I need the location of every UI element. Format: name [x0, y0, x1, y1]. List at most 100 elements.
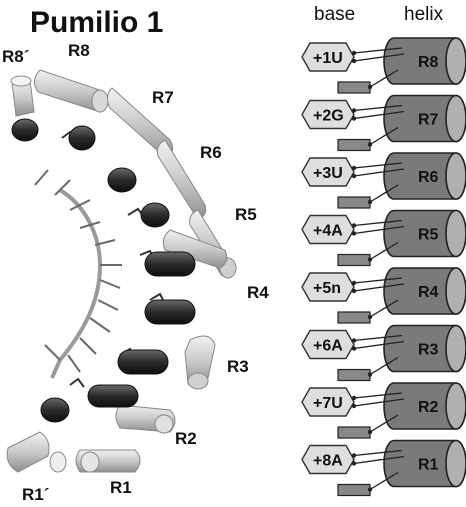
contact-dot	[367, 199, 373, 205]
contact-dot	[367, 84, 373, 90]
base-label: +7U	[313, 395, 343, 412]
stacking-residue	[337, 138, 371, 152]
base-hexagon	[301, 42, 355, 72]
contact-line	[353, 219, 403, 227]
contact-dot	[351, 346, 357, 351]
contact-dot	[351, 58, 357, 64]
contact-line	[353, 47, 403, 54]
schematic-row: R2 +7U	[301, 382, 466, 439]
helix-label: R6	[418, 169, 439, 186]
contact-dot	[351, 453, 357, 458]
contact-dot	[351, 395, 357, 401]
contact-dot	[351, 165, 357, 171]
svg-text:R3: R3	[227, 357, 249, 376]
contact-dot	[351, 173, 357, 179]
svg-text:R4: R4	[247, 283, 269, 302]
helix-cylinder-cap	[445, 382, 466, 430]
contact-dot	[367, 142, 373, 147]
contact-line	[353, 168, 405, 177]
schematic-row: R7 +2G	[301, 94, 466, 152]
contact-line	[369, 414, 399, 433]
base-label: +2G	[313, 108, 344, 125]
contact-dot	[351, 403, 357, 409]
helix-label: R2	[418, 399, 439, 416]
helix-cylinder-cap	[445, 152, 466, 200]
contact-line	[353, 455, 405, 465]
helix-cylinder-cap	[445, 94, 466, 143]
contact-line	[353, 398, 405, 407]
helix-label: R8	[418, 54, 439, 71]
contact-line	[369, 241, 399, 261]
base-label: +3U	[313, 165, 343, 182]
schematic-row: R6 +3U	[301, 152, 466, 209]
outer-helices	[6, 69, 237, 473]
schematic-row: R4+5n	[301, 267, 466, 324]
contact-dot	[351, 116, 357, 121]
base-hexagon	[301, 272, 355, 302]
base-label: +4A	[313, 223, 343, 240]
schematic-row: R1+8A	[301, 439, 466, 497]
contact-line	[353, 277, 403, 284]
contact-line	[353, 162, 403, 169]
contact-line	[353, 449, 403, 457]
helix-cylinder-cap	[445, 209, 466, 258]
svg-text:R7: R7	[152, 88, 174, 107]
svg-text:R8: R8	[68, 41, 90, 60]
stacking-residue	[337, 311, 371, 324]
contact-line	[353, 53, 405, 62]
base-label: +5n	[313, 280, 341, 297]
base-hexagon	[301, 99, 355, 130]
stacking-residue	[337, 368, 371, 382]
schematic-row: R3+6A	[301, 324, 466, 382]
svg-text:R1: R1	[110, 478, 132, 497]
contact-line	[353, 225, 405, 235]
contact-dot	[367, 257, 373, 262]
base-label: +1U	[313, 50, 343, 67]
svg-text:R8´: R8´	[2, 47, 29, 66]
stacking-residue	[337, 426, 371, 439]
column-header-helix: helix	[404, 4, 444, 25]
contact-line	[353, 110, 405, 120]
helix-label: R7	[418, 112, 439, 129]
helix-cylinder-cap	[445, 324, 466, 373]
contact-line	[369, 471, 399, 491]
base-hexagon	[301, 157, 355, 187]
stacking-residue	[337, 81, 371, 94]
contact-dot	[351, 461, 357, 466]
svg-text:R6: R6	[200, 143, 222, 162]
schematic-row: R5+4A	[301, 209, 466, 267]
contact-dot	[351, 231, 357, 236]
protein-structure: R8´ R8 R7 R6 R5 R4 R3 R2 R1 R1´	[2, 41, 269, 504]
contact-line	[369, 356, 399, 376]
contact-dot	[351, 223, 357, 228]
svg-text:R2: R2	[175, 429, 197, 448]
helix-cylinder-cap	[445, 439, 466, 488]
stacking-residue	[337, 253, 371, 267]
schematic-row: R8 +1U	[301, 37, 466, 94]
contact-dot	[367, 372, 373, 377]
figure-title: Pumilio 1	[30, 6, 163, 39]
inner-helices	[11, 118, 196, 423]
contact-line	[353, 283, 405, 292]
svg-text:R5: R5	[235, 205, 257, 224]
contact-line	[369, 299, 399, 318]
contact-dot	[351, 280, 357, 286]
helix-label: R1	[418, 457, 439, 474]
contact-line	[353, 104, 403, 112]
contact-line	[353, 392, 403, 399]
contact-dot	[351, 50, 357, 56]
contact-line	[353, 340, 405, 350]
base-hexagon	[301, 387, 355, 417]
contact-line	[369, 184, 399, 203]
contact-line	[353, 334, 403, 342]
helix-cylinder-cap	[445, 37, 466, 85]
rna-bases	[34, 169, 122, 373]
contact-dot	[367, 314, 373, 320]
contact-dot	[351, 288, 357, 294]
structure-labels: R8´ R8 R7 R6 R5 R4 R3 R2 R1 R1´	[2, 41, 269, 504]
contact-dot	[367, 487, 373, 492]
contact-dot	[367, 429, 373, 435]
rna-backbone	[50, 188, 103, 379]
base-hexagon	[301, 329, 355, 360]
